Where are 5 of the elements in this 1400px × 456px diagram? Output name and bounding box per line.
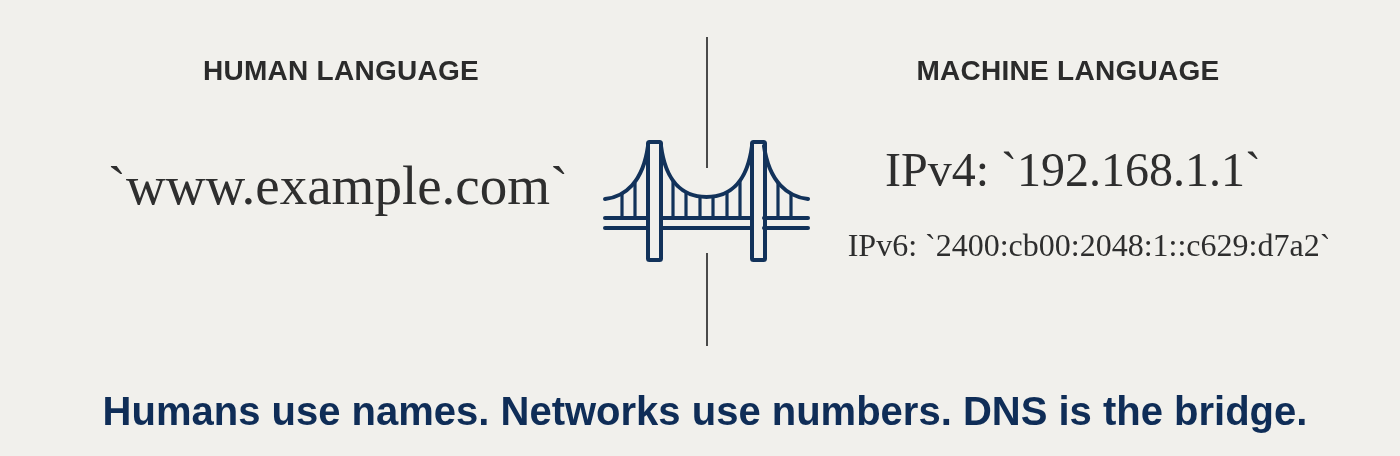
column-heading: HUMAN LANGUAGE xyxy=(202,57,480,85)
column-heading: MACHINE LANGUAGE xyxy=(916,57,1220,85)
caption: Humans use names. Networks use numbers. DNS is the bridge. xyxy=(102,391,1308,431)
ipv4-address-text: IPv4: `192.168.1.1` xyxy=(885,146,1261,194)
ipv6-address-text: IPv6: `2400:cb00:2048:1::c629:d7a2` xyxy=(847,229,1331,261)
